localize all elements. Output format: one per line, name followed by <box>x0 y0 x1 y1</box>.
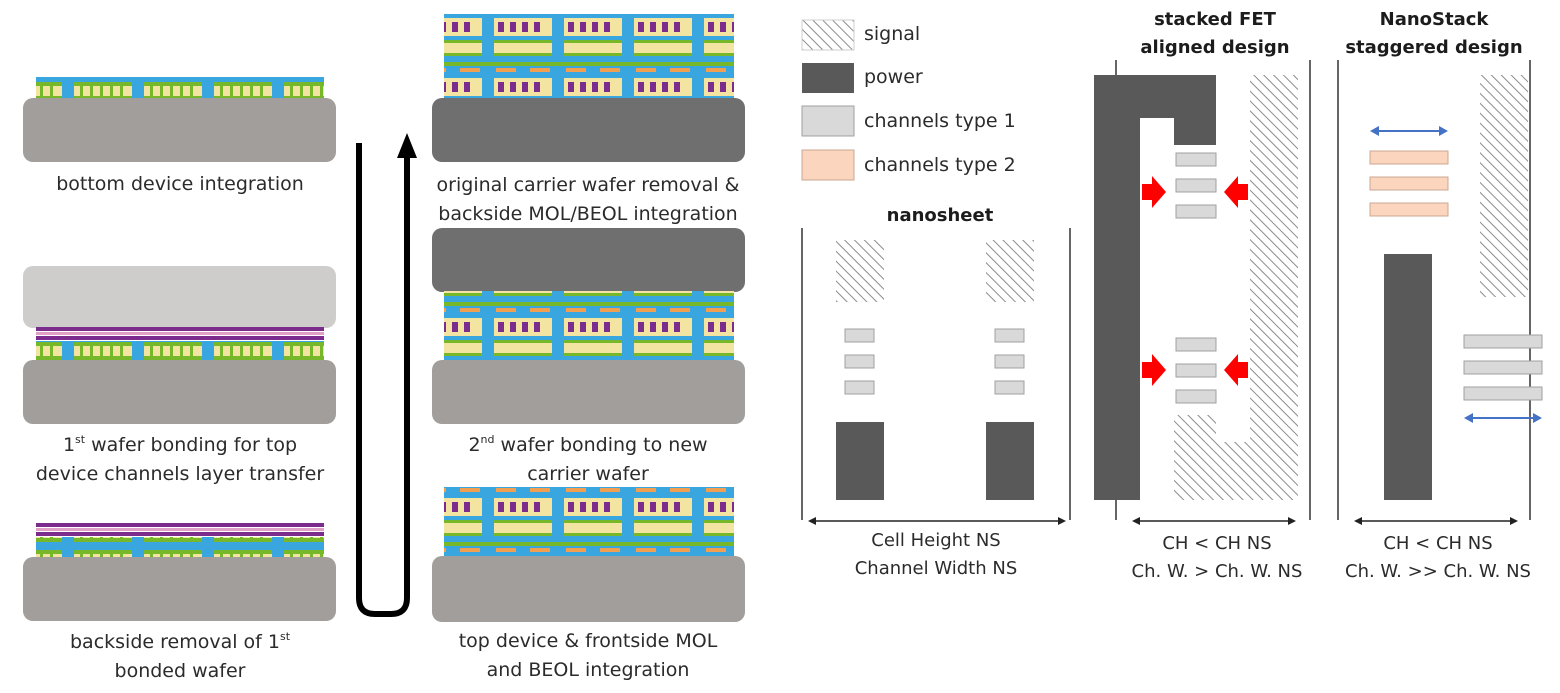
legend-signal-swatch <box>801 19 855 51</box>
red-arrow-left-top <box>1224 176 1248 208</box>
nanostack-dimension-label: CH < CH NS Ch. W. >> Ch. W. NS <box>1345 533 1531 582</box>
caption-backside-removal: backside removal of 1st bonded wafer <box>69 630 291 682</box>
nanostack-panel <box>1337 60 1543 525</box>
caption-carrier-removal: original carrier wafer removal & backsid… <box>436 174 740 225</box>
stacked-dimension-label: CH < CH NS Ch. W. > Ch. W. NS <box>1131 533 1303 582</box>
legend-channel2-swatch <box>801 149 855 181</box>
wafer-first-bonding <box>23 266 336 424</box>
legend-power-swatch <box>802 63 854 93</box>
stacked-fet-panel <box>1094 60 1311 525</box>
legend-channel2-label: channels type 2 <box>864 154 1016 176</box>
nanosheet-signal-left <box>836 240 884 302</box>
stacked-signal-rail <box>1174 75 1298 500</box>
red-arrow-left-bottom <box>1224 354 1248 386</box>
caption-bottom-device: bottom device integration <box>56 173 304 195</box>
wafer-backside-removal <box>23 523 336 621</box>
nanostack-title: NanoStack staggered design <box>1345 9 1523 58</box>
nanosheet-signal-right <box>986 240 1034 302</box>
stacked-fet-title: stacked FET aligned design <box>1140 9 1290 58</box>
stacked-power-rail <box>1094 75 1216 500</box>
red-arrow-right-bottom <box>1142 354 1166 386</box>
wafer-carrier-removal <box>432 14 745 162</box>
wafer-bottom-device <box>23 77 336 162</box>
legend-signal-label: signal <box>864 23 921 45</box>
caption-top-device: top device & frontside MOL and BEOL inte… <box>458 630 718 681</box>
caption-second-bonding: 2nd wafer bonding to new carrier wafer <box>468 433 708 485</box>
nanostack-signal <box>1480 75 1528 297</box>
caption-first-bonding: 1st wafer bonding for top device channel… <box>35 433 325 485</box>
wafer-top-device <box>432 487 745 622</box>
nanosheet-power-right <box>986 422 1034 500</box>
nanosheet-dimension-label: Cell Height NS Channel Width NS <box>854 530 1018 579</box>
nanosheet-title: nanosheet <box>886 205 994 226</box>
nanosheet-panel <box>801 228 1071 525</box>
flow-arrow <box>356 133 417 617</box>
nanosheet-power-left <box>836 422 884 500</box>
red-arrow-right-top <box>1142 176 1166 208</box>
legend-channel1-label: channels type 1 <box>864 110 1016 132</box>
nanostack-power <box>1384 254 1432 500</box>
legend-power-label: power <box>864 66 923 88</box>
legend-channel1-swatch <box>801 105 855 137</box>
wafer-second-bonding <box>432 228 745 424</box>
